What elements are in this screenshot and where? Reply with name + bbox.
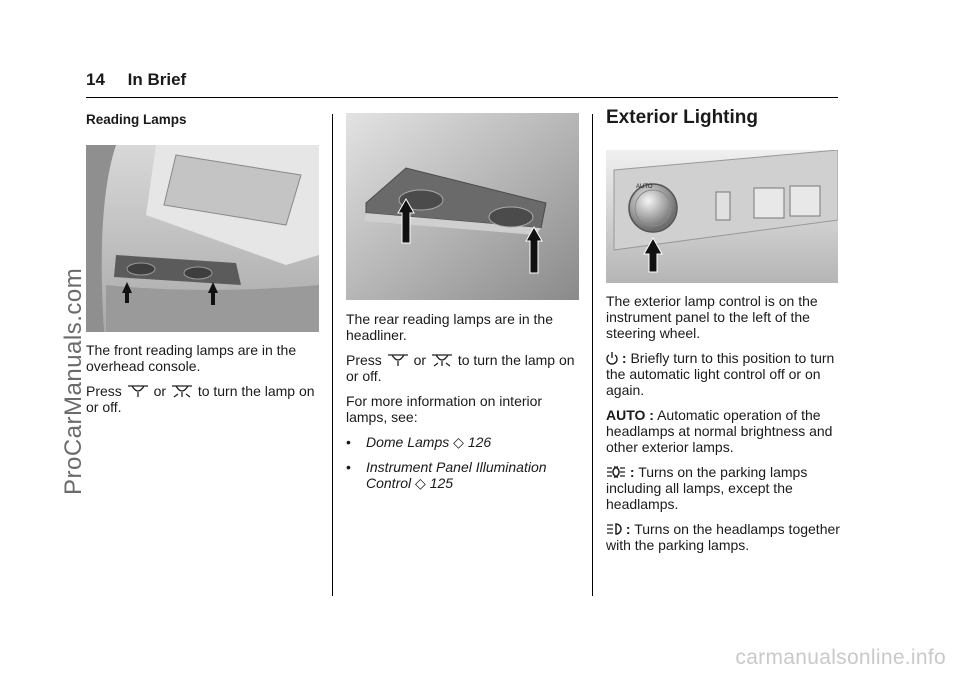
item-off: : Briefly turn to this position to turn … <box>606 350 835 398</box>
column-divider-1 <box>332 114 333 596</box>
parking-lamps-icon <box>607 466 625 478</box>
more-info-text: For more information on interior lamps, … <box>346 393 543 425</box>
column-3-text: The exterior lamp control is on the inst… <box>606 293 840 562</box>
column-2-text: The rear reading lamps are in the headli… <box>346 311 580 500</box>
item-headlamps: : Turns on the headlamps together with t… <box>606 521 840 553</box>
column-1-text: The front reading lamps are in the overh… <box>86 342 320 424</box>
rear-lamps-instruction: Press or to turn the lamp on or off. <box>346 352 575 384</box>
auto-knob-label: AUTO <box>636 184 653 190</box>
reading-lamp-left-icon <box>387 354 408 366</box>
front-lamps-description: The front reading lamps are in the overh… <box>86 342 297 374</box>
subhead-reading-lamps: Reading Lamps <box>86 112 187 127</box>
bottom-watermark: carmanualsonline.info <box>735 646 946 669</box>
bullet-dome-lamps[interactable]: • Dome Lamps ◇ 126 <box>346 434 492 450</box>
exterior-control-location: The exterior lamp control is on the inst… <box>606 293 818 341</box>
reference-icon: ◇ <box>415 475 426 491</box>
exterior-lamp-control-illustration: AUTO <box>606 150 838 283</box>
side-watermark: ProCarManuals.com <box>60 267 87 495</box>
front-lamps-instruction: Press or to turn the lamp on or off. <box>86 383 315 415</box>
rear-lamps-description: The rear reading lamps are in the headli… <box>346 311 553 343</box>
exterior-lighting-title: Exterior Lighting <box>606 107 758 128</box>
bullet-instrument-panel[interactable]: • Instrument Panel Illumination Control … <box>346 459 547 491</box>
column-1: Reading Lamps <box>86 112 320 146</box>
headlamps-icon <box>607 523 622 535</box>
header-rule <box>86 97 838 98</box>
reference-icon: ◇ <box>453 434 464 450</box>
power-off-icon <box>606 352 618 365</box>
column-divider-2 <box>592 114 593 596</box>
column-3-title: Exterior Lighting <box>606 107 838 146</box>
item-auto: AUTO : Automatic operation of the headla… <box>606 407 833 455</box>
page-number: 14 <box>86 70 105 89</box>
reading-lamp-right-icon <box>171 385 192 398</box>
page-header: 14 In Brief <box>86 70 204 90</box>
reading-lamp-right-icon <box>431 354 452 367</box>
reading-lamp-left-icon <box>127 385 148 397</box>
section-title: In Brief <box>127 70 187 89</box>
front-reading-lamps-illustration <box>86 145 319 332</box>
rear-reading-lamps-illustration <box>346 113 579 300</box>
item-parking-lamps: : Turns on the parking lamps including a… <box>606 464 808 512</box>
